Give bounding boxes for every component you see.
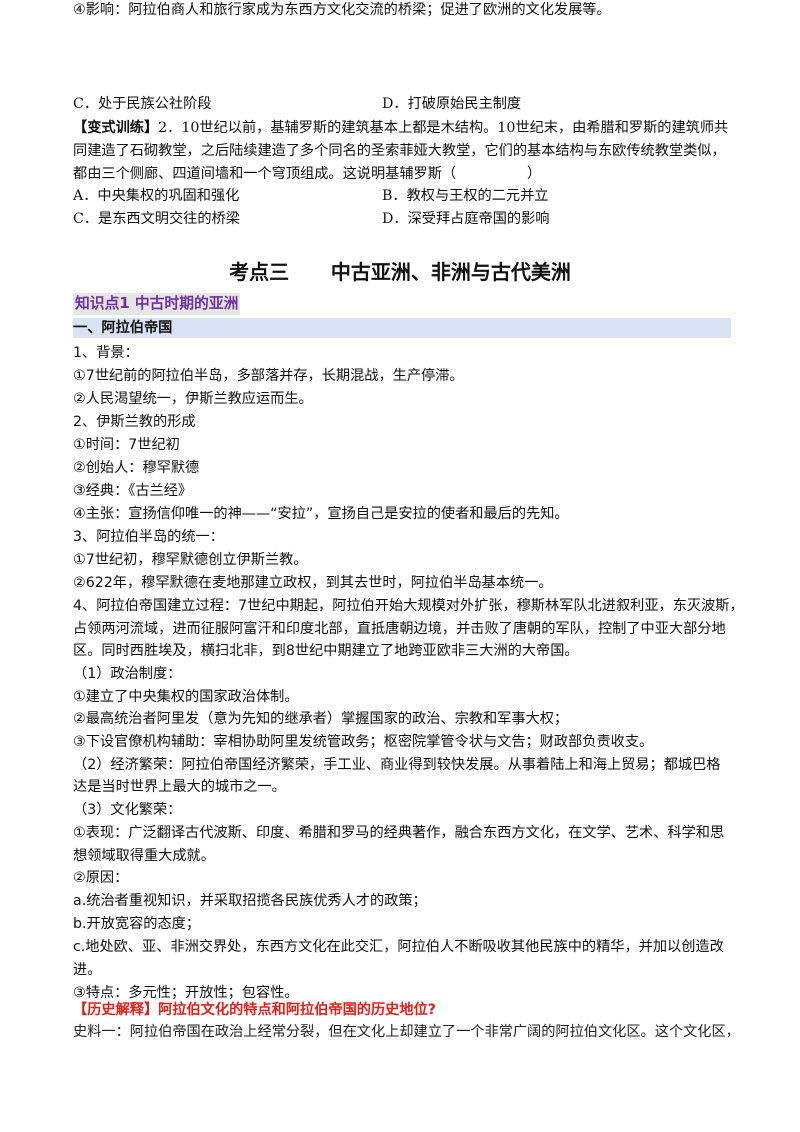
body-line: ②人民渴望统一，伊斯兰教应运而生。	[73, 391, 313, 407]
body-line: 区。同时西胜埃及，横扫北非，到8世纪中期建立了地跨亚欧非三大洲的大帝国。	[73, 643, 579, 659]
body-line: ③经典：《古兰经》	[73, 483, 193, 499]
body-line: （2）经济繁荣：阿拉伯帝国经济繁荣，手工业、商业得到较快发展。从事着陆上和海上贸…	[73, 757, 721, 773]
knowledge-point-heading: 知识点1 中古时期的亚洲	[73, 293, 241, 315]
body-line: c.地处欧、亚、非洲交界处，东西方文化在此交汇，阿拉伯人不断吸收其他民族中的精华…	[73, 939, 724, 955]
body-line: ①时间：7世纪初	[73, 437, 180, 453]
option-b: B．教权与王权的二元并立	[382, 188, 549, 204]
body-line: ②622年，穆罕默德在麦地那建立政权，到其去世时，阿拉伯半岛基本统一。	[73, 575, 553, 591]
option-d-prev: D．打破原始民主制度	[382, 96, 522, 112]
body-line: 2、伊斯兰教的形成	[73, 414, 196, 430]
option-c: C．是东西文明交往的桥梁	[73, 211, 240, 227]
body-line: （3）文化繁荣：	[73, 802, 182, 818]
exercise-line-1: 【变式训练】2．10世纪以前，基辅罗斯的建筑基本上都是木结构。10世纪末，由希腊…	[73, 118, 728, 138]
body-line: 想领域取得重大成就。	[73, 848, 215, 864]
body-line: a.统治者重视知识，并采取招揽各民族优秀人才的政策；	[73, 893, 427, 909]
body-line: ①建立了中央集权的国家政治体制。	[73, 689, 299, 705]
option-d: D．深受拜占庭帝国的影响	[382, 211, 550, 227]
body-line: 进。	[73, 962, 102, 978]
source-line: 史料一：阿拉伯帝国在政治上经常分裂，但在文化上却建立了一个非常广阔的阿拉伯文化区…	[73, 1024, 740, 1040]
section-title: 考点三 中古亚洲、非洲与古代美洲	[229, 260, 571, 284]
body-line: 4、阿拉伯帝国建立过程：7世纪中期起，阿拉伯开始大规模对外扩张，穆斯林军队北进叙…	[73, 598, 744, 614]
body-line: ③下设官僚机构辅助：宰相协助阿里发统管政务；枢密院掌管令状与文告；财政部负责收支…	[73, 734, 654, 750]
body-line: ③特点：多元性；开放性；包容性。	[73, 985, 299, 1001]
body-line: ②创始人：穆罕默德	[73, 460, 200, 476]
body-line: ②最高统治者阿里发（意为先知的继承者）掌握国家的政治、宗教和军事大权；	[73, 711, 569, 727]
body-line: 达是当时世界上最大的城市之一。	[73, 779, 286, 795]
option-c-prev: C．处于民族公社阶段	[73, 96, 212, 112]
body-line: 3、阿拉伯半岛的统一：	[73, 529, 224, 545]
subsection-heading: 一、阿拉伯帝国	[73, 318, 731, 338]
exercise-line-3: 都由三个侧廊、四道间墙和一个穹顶组成。这说明基辅罗斯（ ）	[73, 166, 542, 182]
body-line: ①表现：广泛翻译古代波斯、印度、希腊和罗马的经典著作，融合东西方文化，在文学、艺…	[73, 825, 725, 841]
body-line: （1）政治制度：	[73, 666, 182, 682]
exercise-line-1-text: 2．10世纪以前，基辅罗斯的建筑基本上都是木结构。10世纪末，由希腊和罗斯的建筑…	[158, 120, 729, 136]
body-line: 占领两河流域，进而征服阿富汗和印度北部，直抵唐朝边境，并击败了唐朝的军队，控制了…	[73, 621, 726, 637]
body-line: 1、背景：	[73, 345, 139, 361]
body-line: b.开放宽容的态度；	[73, 916, 201, 932]
history-explain-heading: 【历史解释】阿拉伯文化的特点和阿拉伯帝国的历史地位?	[73, 1002, 436, 1018]
body-line: ④影响：阿拉伯商人和旅行家成为东西方文化交流的桥梁；促进了欧洲的文化发展等。	[73, 2, 611, 18]
exercise-line-2: 同建造了石砌教堂，之后陆续建造了多个同名的圣索菲娅大教堂，它们的基本结构与东欧传…	[73, 143, 726, 159]
option-a: A．中央集权的巩固和强化	[73, 188, 240, 204]
exercise-tag: 【变式训练】	[73, 120, 159, 136]
body-line: ①7世纪初，穆罕默德创立伊斯兰教。	[73, 552, 308, 568]
body-line: ④主张：宣扬信仰唯一的神——“安拉”，宣扬自己是安拉的使者和最后的先知。	[73, 506, 569, 522]
body-line: ②原因：	[73, 870, 129, 886]
body-line: ①7世纪前的阿拉伯半岛，多部落并存，长期混战，生产停滞。	[73, 368, 464, 384]
